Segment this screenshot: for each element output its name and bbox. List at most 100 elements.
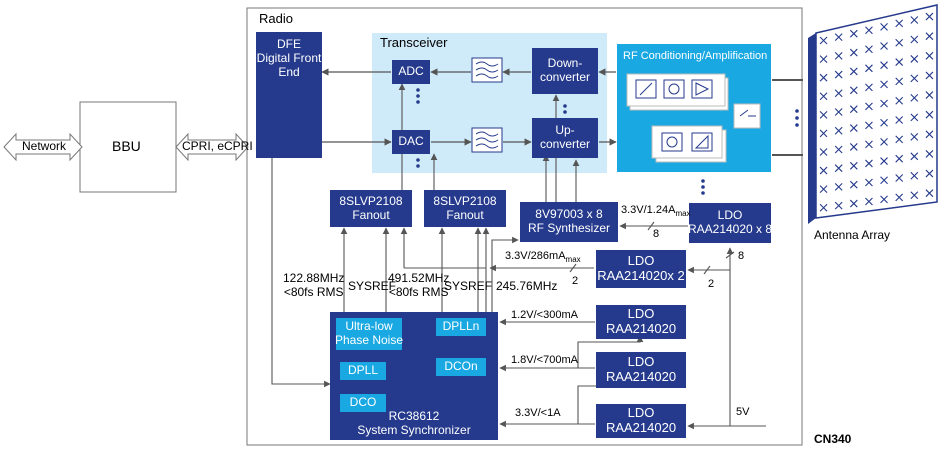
bus-count-2b: 2 bbox=[708, 278, 715, 290]
radio-label: Radio bbox=[259, 11, 293, 26]
antenna-element-mark bbox=[819, 73, 828, 82]
rf-synthesizer-block: 8V97003 x 8 RF Synthesizer bbox=[520, 202, 618, 242]
rf-amp-icons-bottom bbox=[651, 125, 727, 163]
clock-491-label: 491.52MHz <80fs RMS bbox=[388, 271, 449, 300]
antenna-element-mark bbox=[819, 92, 828, 101]
antenna-element-mark bbox=[865, 178, 873, 187]
fanout1-line2: Fanout bbox=[352, 207, 390, 222]
ldo-block-a: LDO RAA214020 bbox=[596, 305, 686, 339]
antenna-element-mark bbox=[910, 132, 919, 141]
synth-line1: 8V97003 x 8 bbox=[535, 207, 603, 222]
filter-icon-bottom bbox=[471, 127, 503, 153]
adc-block: ADC bbox=[392, 60, 430, 84]
antenna-element-mark bbox=[910, 16, 919, 24]
fanout-block-2: 8SLVP2108 Fanout bbox=[424, 190, 506, 227]
clk1-line2: <80fs RMS bbox=[283, 284, 344, 299]
network-arrow bbox=[3, 132, 83, 162]
rf-amp-icons-top bbox=[626, 73, 729, 111]
transceiver-dots bbox=[416, 88, 567, 168]
antenna-element-mark bbox=[865, 83, 873, 92]
antenna-element-mark bbox=[819, 55, 828, 64]
dfe-line2: Digital Front bbox=[256, 50, 322, 65]
figure-code: CN340 bbox=[814, 432, 852, 446]
antenna-element-mark bbox=[819, 36, 828, 45]
antenna-element-mark bbox=[819, 203, 828, 212]
clk2-line2: <80fs RMS bbox=[388, 284, 449, 299]
antenna-element-mark bbox=[865, 121, 873, 130]
antenna-element-mark bbox=[834, 145, 843, 154]
antenna-element-mark bbox=[819, 185, 828, 194]
antenna-element-mark bbox=[880, 42, 888, 50]
fanout2-line2: Fanout bbox=[446, 207, 484, 222]
antenna-element-mark bbox=[849, 199, 858, 208]
ldo-block-x8: LDO RAA214020 x 8 bbox=[688, 203, 772, 243]
rf-conditioning-label: RF Conditioning/Amplification bbox=[623, 50, 768, 62]
antenna-element-mark bbox=[819, 166, 828, 175]
antenna-element-mark bbox=[865, 64, 873, 73]
antenna-element-mark bbox=[834, 51, 843, 60]
antenna-element-mark bbox=[880, 22, 888, 31]
power-top-sub: max bbox=[675, 209, 691, 219]
ldo-b-line2: RAA214020 bbox=[605, 369, 677, 384]
ldo-a-line1: LDO bbox=[627, 306, 655, 322]
fanout1-line1: 8SLVP2108 bbox=[339, 193, 403, 208]
antenna-element-mark bbox=[895, 38, 904, 47]
clock-lines bbox=[271, 83, 766, 430]
ldo-block-b: LDO RAA214020 bbox=[596, 352, 686, 388]
upconverter-line1: Up- bbox=[555, 123, 575, 138]
antenna-element-mark bbox=[865, 159, 873, 168]
antenna-element-mark bbox=[910, 191, 919, 200]
bus-count-8b: 8 bbox=[738, 250, 745, 262]
ldo-mid-line2: RAA214020x 2 bbox=[597, 268, 685, 283]
dplln-block: DPLLn bbox=[436, 318, 486, 336]
bbu-box bbox=[79, 101, 177, 193]
dcon-block: DCOn bbox=[436, 358, 486, 376]
antenna-element-mark bbox=[834, 33, 843, 42]
antenna-element-mark bbox=[910, 152, 919, 161]
ldo-top-line1: LDO bbox=[717, 208, 743, 223]
antenna-element-mark bbox=[865, 102, 873, 111]
antenna-element-mark bbox=[925, 12, 934, 21]
antenna-element-mark bbox=[925, 110, 934, 119]
antenna-element-mark bbox=[880, 118, 888, 127]
rf-dots bbox=[701, 179, 705, 195]
antenna-element-mark bbox=[849, 161, 858, 170]
antenna-element-mark bbox=[895, 96, 904, 105]
rf-switch-icon bbox=[733, 103, 761, 129]
cpri-label: CPRI, eCPRI bbox=[182, 139, 253, 153]
antenna-element-mark bbox=[910, 113, 919, 122]
downconverter-line1: Down- bbox=[547, 56, 583, 71]
antenna-element-mark bbox=[910, 171, 919, 180]
antenna-element-mark bbox=[849, 67, 858, 76]
antenna-element-mark bbox=[895, 193, 904, 202]
fanout-block-1: 8SLVP2108 Fanout bbox=[330, 190, 412, 227]
power-b-label: 1.8V/<700mA bbox=[511, 354, 578, 366]
antenna-element-mark bbox=[865, 45, 873, 54]
downconverter-block: Down- converter bbox=[532, 48, 598, 94]
antenna-element-mark bbox=[849, 143, 858, 151]
antenna-element-mark bbox=[849, 124, 858, 132]
antenna-element-mark bbox=[910, 35, 919, 44]
antenna-element-mark bbox=[880, 61, 888, 70]
antenna-element-mark bbox=[910, 93, 919, 102]
antenna-element-mark bbox=[834, 108, 843, 116]
antenna-element-mark bbox=[925, 130, 934, 139]
antenna-element-mark bbox=[834, 126, 843, 135]
antenna-element-mark bbox=[925, 32, 934, 41]
antenna-element-mark bbox=[925, 91, 934, 99]
antenna-dots bbox=[795, 109, 799, 127]
dac-block: DAC bbox=[392, 130, 430, 154]
clock-245-label: 245.76MHz bbox=[496, 279, 558, 293]
dco-block: DCO bbox=[340, 394, 386, 412]
ultra-line2: Phase Noise bbox=[334, 333, 404, 347]
antenna-element-mark bbox=[834, 201, 843, 210]
antenna-element-mark bbox=[819, 148, 828, 156]
antenna-element-mark bbox=[895, 116, 904, 124]
upconverter-line2: converter bbox=[539, 137, 591, 151]
clock-122-label: 122.88MHz <80fs RMS bbox=[283, 271, 344, 300]
dfe-line1: DFE bbox=[277, 37, 301, 51]
filter-icon-top bbox=[471, 57, 503, 83]
bus-count-2a: 2 bbox=[572, 275, 579, 287]
power-top-main: 3.3V/1.24A bbox=[621, 204, 676, 216]
power-mid-sub: max bbox=[565, 255, 581, 265]
